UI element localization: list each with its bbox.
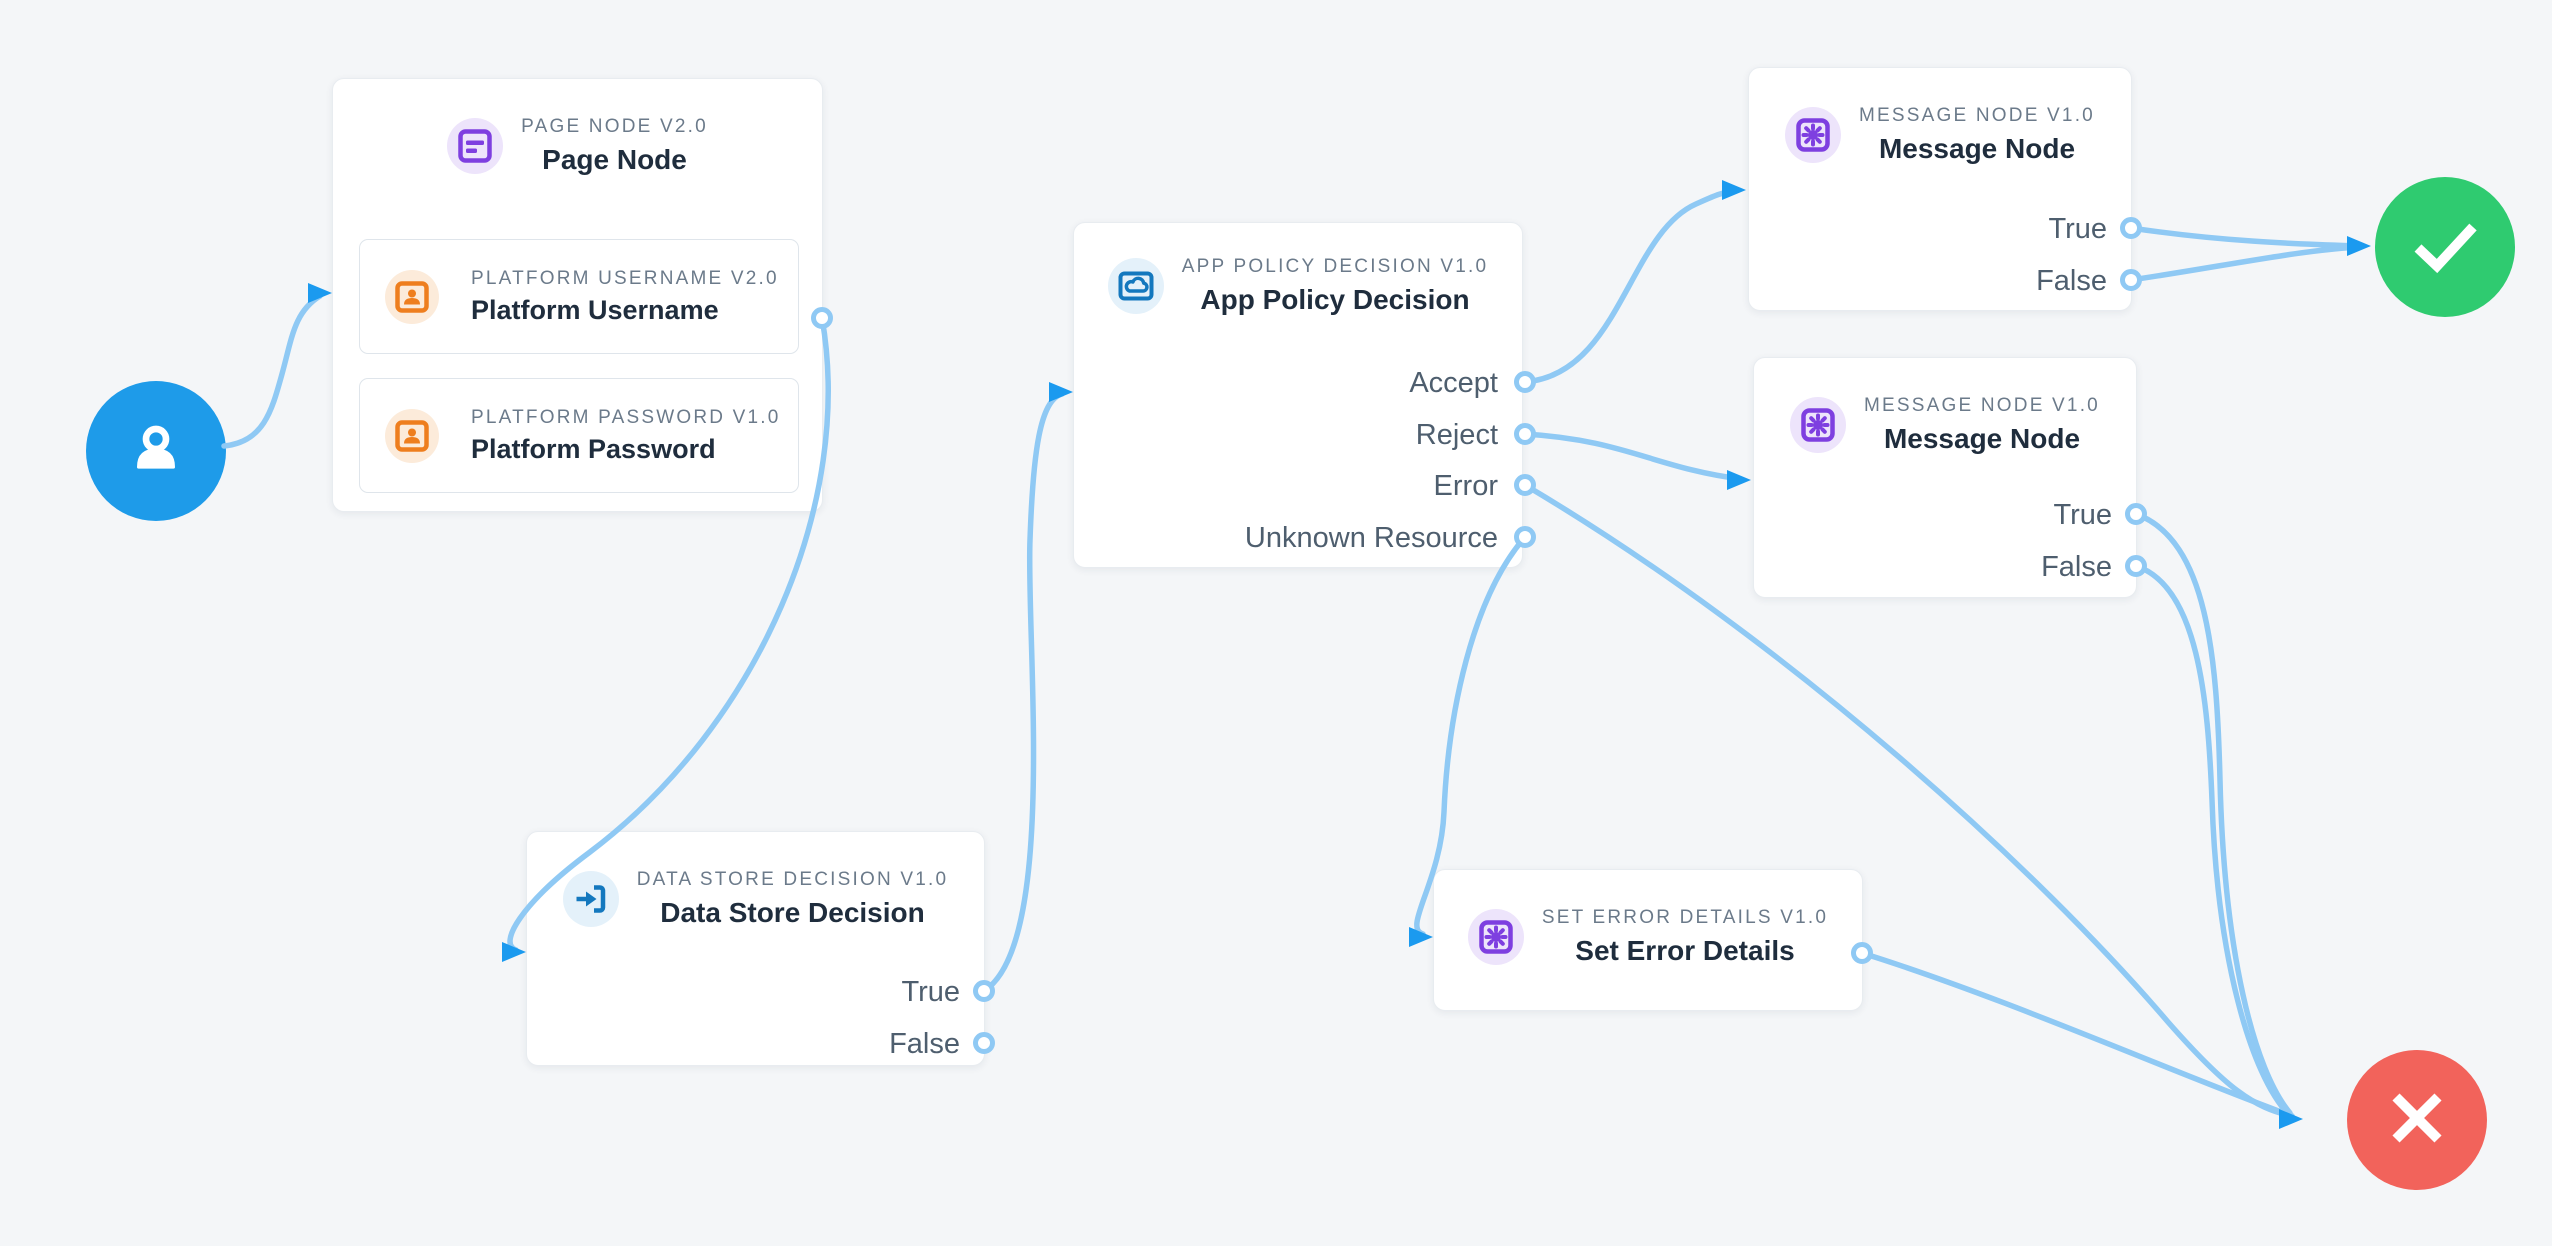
edge-message-top-true-to-success[interactable] — [2128, 225, 2363, 249]
edge-accept-to-message-node-top[interactable] — [1522, 188, 1739, 385]
login-icon — [562, 871, 619, 927]
edge-data-store-true-to-app-policy[interactable] — [981, 391, 1065, 994]
app-policy-decision-card[interactable]: APP POLICY DECISION V1.0 App Policy Deci… — [1073, 222, 1523, 568]
set-error-details-type-label: SET ERROR DETAILS V1.0 — [1541, 907, 1829, 928]
check-icon — [2375, 175, 2515, 320]
id-badge-icon — [385, 408, 439, 463]
platform-password-title: Platform Password — [471, 434, 716, 464]
cloud-icon — [1107, 258, 1164, 314]
output-error: Error — [1433, 470, 1498, 502]
message-node-top-card[interactable]: MESSAGE NODE V1.0 Message Node True Fals… — [1748, 67, 2132, 311]
app-policy-title: App Policy Decision — [1200, 284, 1470, 315]
start-node[interactable] — [86, 381, 226, 521]
page-node-type-label: PAGE NODE V2.0 — [521, 116, 708, 137]
data-store-decision-card[interactable]: DATA STORE DECISION V1.0 Data Store Deci… — [526, 831, 985, 1066]
output-false: False — [889, 1028, 960, 1060]
success-end-node[interactable] — [2375, 177, 2515, 317]
failure-end-node[interactable] — [2347, 1050, 2487, 1190]
message-node-bottom-title: Message Node — [1883, 423, 2081, 454]
edge-reject-to-message-node-bottom[interactable] — [1522, 431, 1744, 482]
message-node-top-type-label: MESSAGE NODE V1.0 — [1859, 105, 2095, 126]
set-error-details-title: Set Error Details — [1575, 935, 1795, 966]
edge-message-top-false-to-success[interactable] — [2128, 244, 2363, 283]
gear-icon — [1785, 107, 1842, 163]
field-platform-password[interactable]: PLATFORM PASSWORD V1.0 Platform Password — [359, 378, 799, 493]
platform-password-type-label: PLATFORM PASSWORD V1.0 — [471, 407, 781, 428]
platform-username-title: Platform Username — [471, 295, 719, 325]
data-store-type-label: DATA STORE DECISION V1.0 — [636, 869, 949, 890]
output-false: False — [2041, 551, 2112, 583]
x-icon — [2347, 1048, 2487, 1193]
gear-icon — [1467, 909, 1524, 965]
set-error-details-card[interactable]: SET ERROR DETAILS V1.0 Set Error Details — [1433, 869, 1863, 1011]
output-unknown-resource: Unknown Resource — [1244, 522, 1498, 554]
edge-page-node-to-data-store[interactable] — [507, 315, 831, 953]
output-false: False — [2036, 265, 2107, 297]
output-true: True — [2048, 213, 2107, 245]
message-node-bottom-card[interactable]: MESSAGE NODE V1.0 Message Node True Fals… — [1753, 357, 2137, 598]
platform-username-type-label: PLATFORM USERNAME V2.0 — [471, 268, 779, 289]
edge-message-bottom-true-to-failure[interactable] — [2133, 511, 2293, 1116]
edge-message-bottom-false-to-failure[interactable] — [2133, 563, 2292, 1118]
output-true: True — [901, 976, 960, 1008]
output-reject: Reject — [1415, 419, 1498, 451]
edge-start-to-page-node[interactable] — [221, 293, 323, 449]
page-node-title: Page Node — [542, 144, 687, 175]
page-node-card[interactable]: PAGE NODE V2.0 Page Node PLATFORM USERNA… — [332, 78, 823, 512]
page-icon — [447, 118, 504, 174]
field-platform-username[interactable]: PLATFORM USERNAME V2.0 Platform Username — [359, 239, 799, 354]
edge-unknown-resource-to-set-error-details[interactable] — [1414, 534, 1528, 937]
id-badge-icon — [385, 269, 439, 324]
output-accept: Accept — [1409, 367, 1498, 399]
edge-error-to-failure[interactable] — [1522, 482, 2295, 1119]
app-policy-type-label: APP POLICY DECISION V1.0 — [1181, 256, 1489, 277]
edge-set-error-details-to-failure[interactable] — [1859, 950, 2295, 1119]
message-node-bottom-type-label: MESSAGE NODE V1.0 — [1864, 395, 2100, 416]
message-node-top-title: Message Node — [1878, 133, 2076, 164]
output-true: True — [2053, 499, 2112, 531]
gear-icon — [1790, 397, 1847, 453]
user-icon — [124, 417, 188, 486]
data-store-title: Data Store Decision — [660, 897, 925, 928]
